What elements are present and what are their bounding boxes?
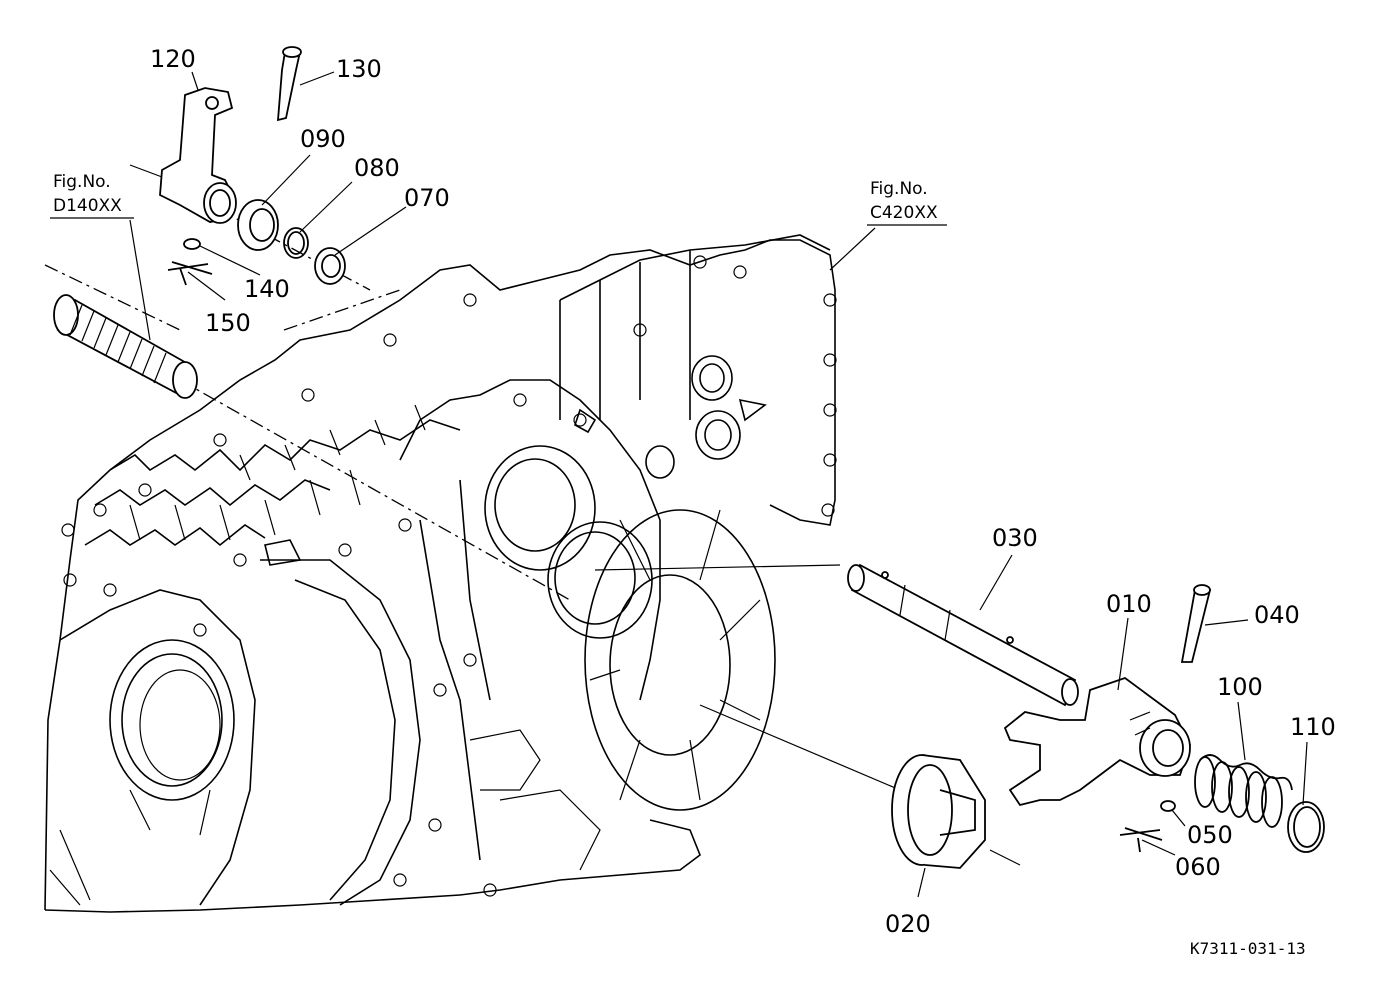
label-070: 070 <box>404 184 450 212</box>
label-110: 110 <box>1290 713 1336 741</box>
label-090: 090 <box>300 125 346 153</box>
part-labels: 120 130 090 080 070 140 150 030 010 040 … <box>150 45 1336 938</box>
leader-lines <box>129 71 1308 898</box>
part-080-snap-ring <box>283 227 309 259</box>
splined-shaft <box>53 294 198 399</box>
part-150-clip <box>167 261 213 286</box>
fig-ref-code: C420XX <box>870 203 938 223</box>
part-050-washer <box>1160 800 1176 812</box>
label-050: 050 <box>1187 821 1233 849</box>
part-020-shift-hub <box>891 754 986 869</box>
label-030: 030 <box>992 524 1038 552</box>
label-060: 060 <box>1175 853 1221 881</box>
label-120: 120 <box>150 45 196 73</box>
label-080: 080 <box>354 154 400 182</box>
part-090-bushing <box>237 199 279 251</box>
part-110-snap-ring <box>1287 801 1325 853</box>
part-070-washer <box>314 247 346 285</box>
part-040-pin <box>1180 584 1212 663</box>
label-020: 020 <box>885 910 931 938</box>
fig-ref-code: D140XX <box>53 196 122 216</box>
part-030-shaft <box>847 563 1079 707</box>
part-100-spring <box>1194 754 1293 828</box>
fig-ref-prefix: Fig.No. <box>870 179 928 199</box>
label-130: 130 <box>336 55 382 83</box>
fig-ref-d140xx: Fig.No. D140XX <box>50 172 134 219</box>
label-040: 040 <box>1254 601 1300 629</box>
transmission-case-drawing <box>44 234 837 913</box>
fig-ref-c420xx: Fig.No. C420XX <box>867 179 947 226</box>
fig-ref-prefix: Fig.No. <box>53 172 111 192</box>
assembly-centerlines <box>44 164 1021 866</box>
drawing-code: K7311-031-13 <box>1190 939 1306 958</box>
label-010: 010 <box>1106 590 1152 618</box>
part-130-pin <box>277 46 302 122</box>
part-120-shift-arm <box>159 87 237 224</box>
label-100: 100 <box>1217 673 1263 701</box>
label-150: 150 <box>205 309 251 337</box>
label-140: 140 <box>244 275 290 303</box>
part-060-clip <box>1119 827 1163 853</box>
part-010-shift-fork <box>1003 676 1191 807</box>
part-140-washer <box>183 238 201 250</box>
